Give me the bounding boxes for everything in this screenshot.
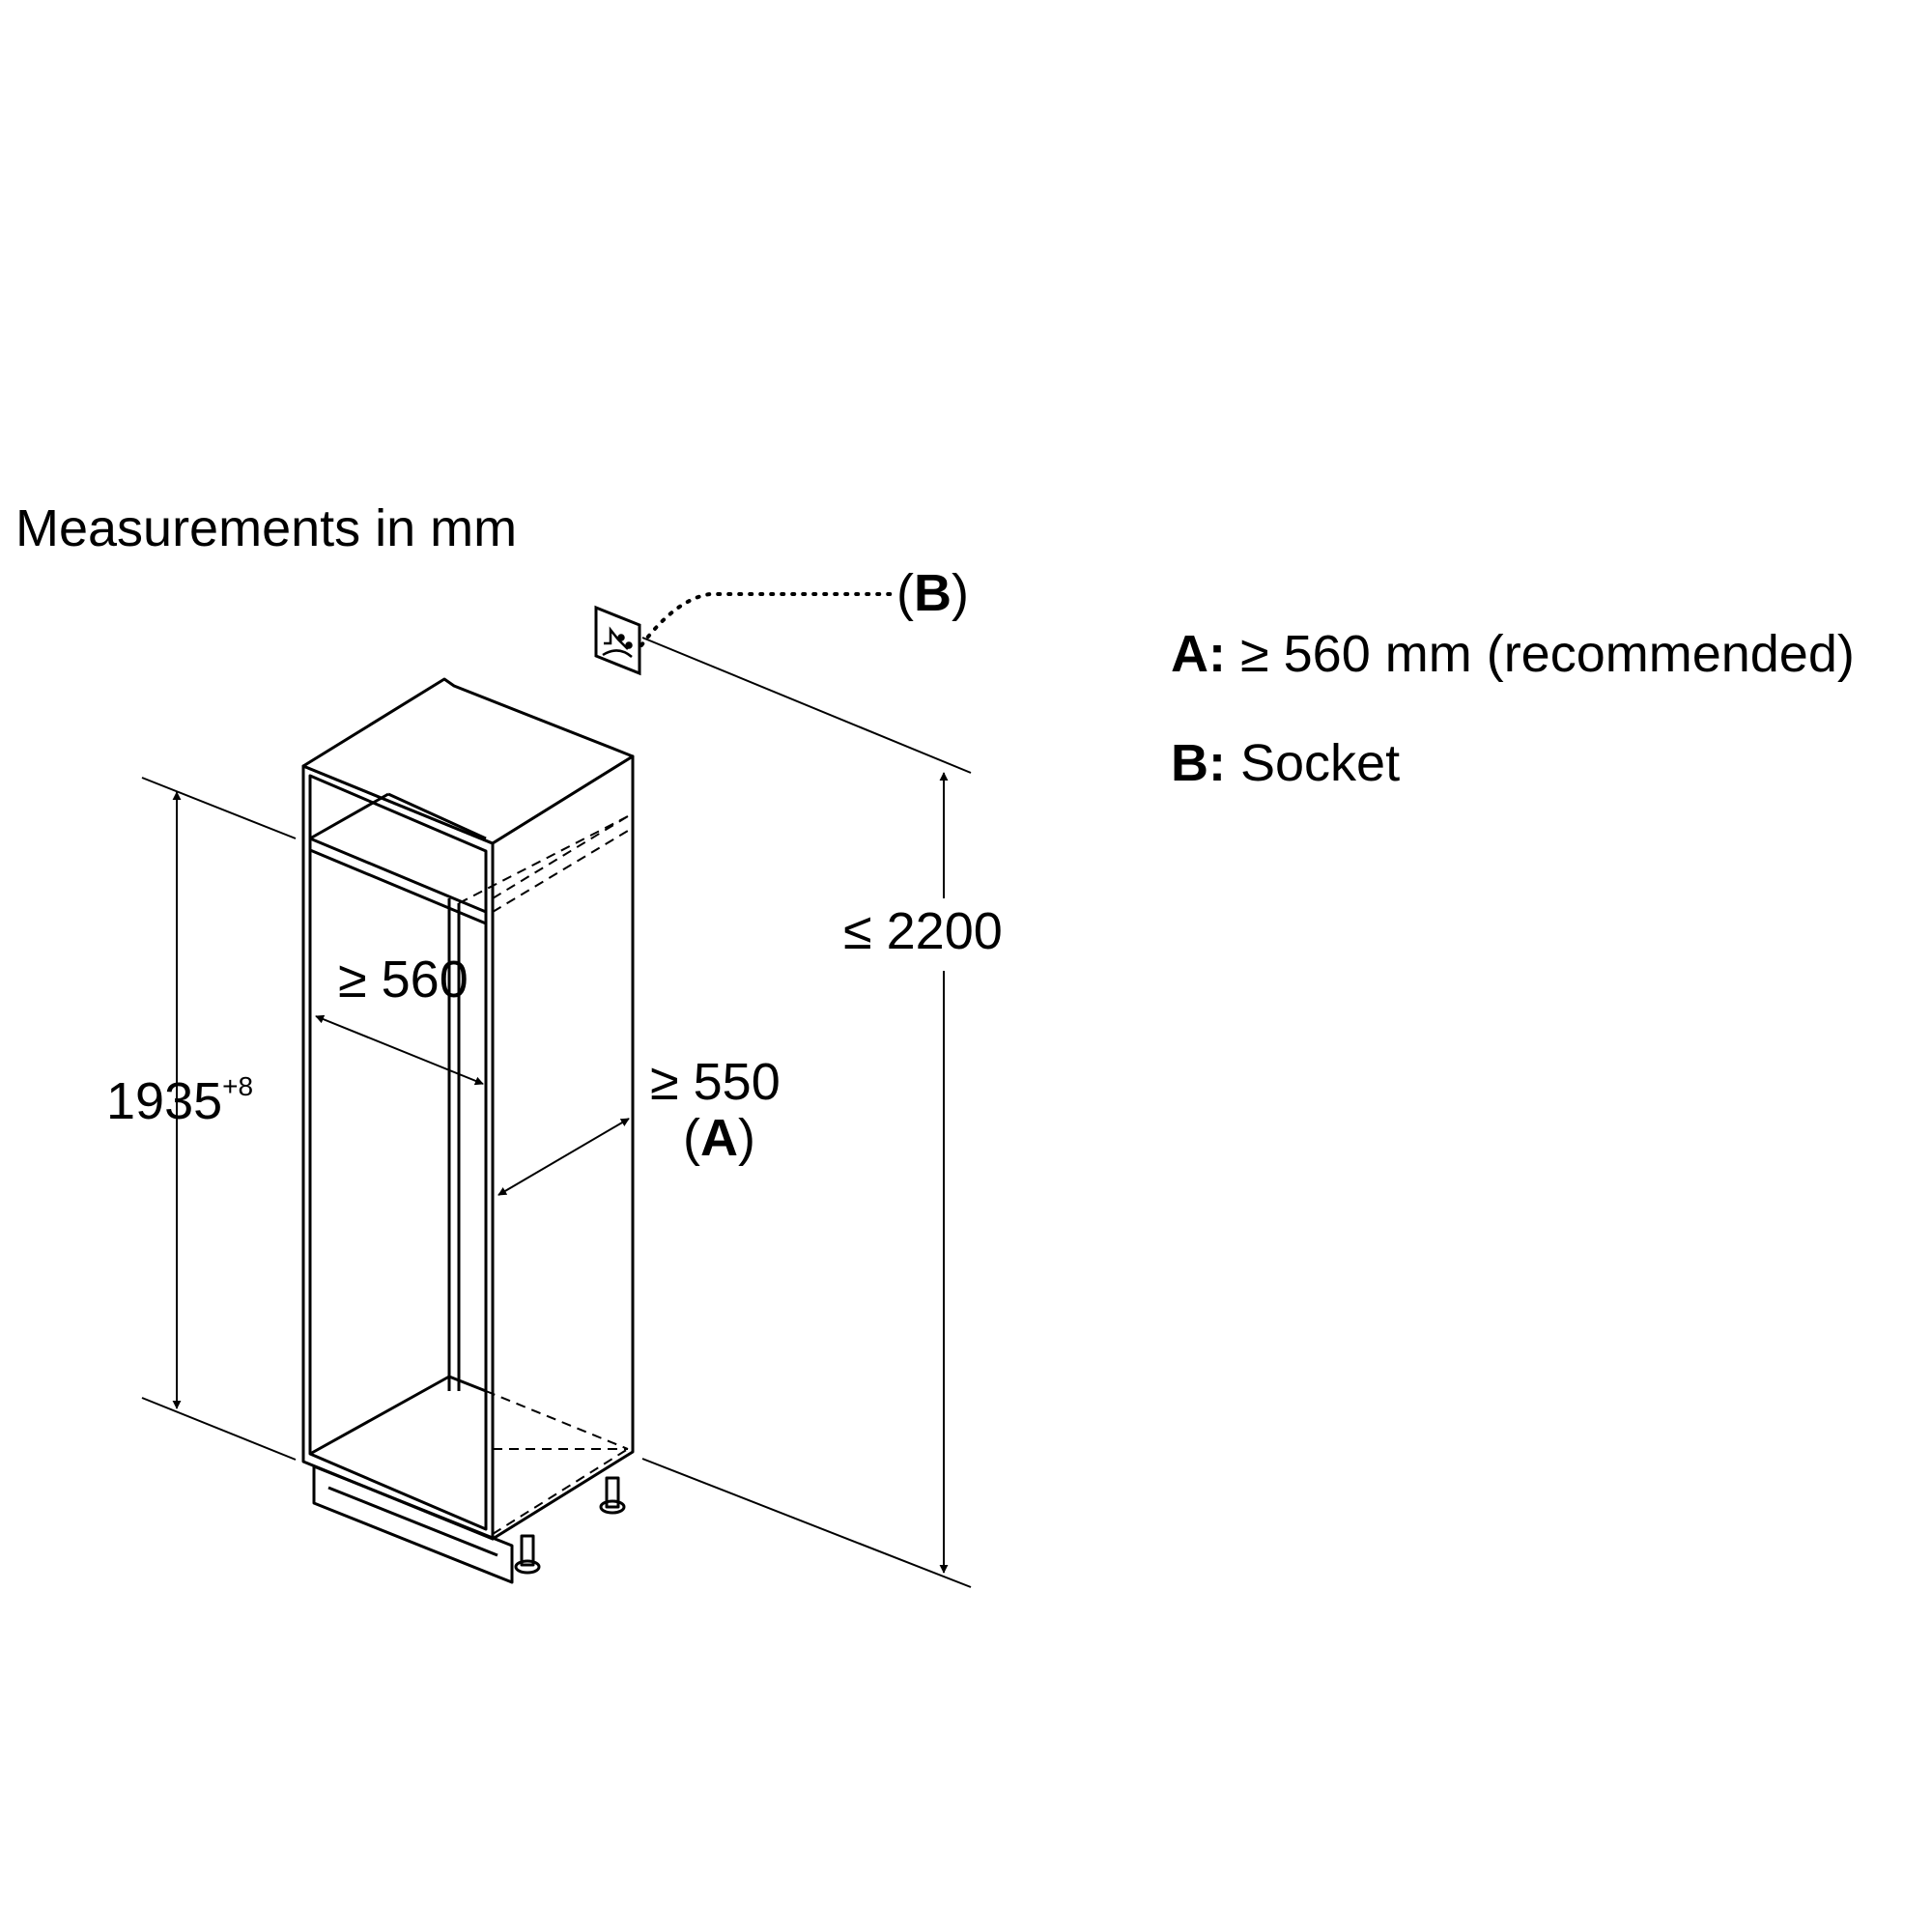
height-1935-label: 1935+8	[106, 1072, 253, 1130]
legend-key-a: A:	[1171, 625, 1226, 683]
leg-rear	[605, 1476, 620, 1509]
legend-item-b: B: Socket	[1171, 737, 1400, 789]
width-560-label: ≥ 560	[338, 951, 469, 1009]
cabinet-front-frame	[301, 764, 495, 1541]
legend-text-b: Socket	[1240, 734, 1401, 792]
legend-item-a: A: ≥ 560 mm (recommended)	[1171, 628, 1855, 680]
legend-text-a: ≥ 560 mm (recommended)	[1240, 625, 1855, 683]
height-1935-tolerance: +8	[222, 1071, 254, 1101]
dim-depth-550	[497, 1118, 630, 1196]
cabinet-front-opening	[308, 774, 488, 1531]
depth-tag-a: (A)	[683, 1109, 755, 1167]
legend-key-b: B:	[1171, 734, 1226, 792]
socket-tag-b: (B)	[896, 564, 969, 622]
cabinet-plinth	[312, 1464, 514, 1584]
dim-width-560	[315, 1014, 484, 1086]
page-title: Measurements in mm	[15, 499, 518, 557]
total-height-2200-label: ≤ 2200	[843, 902, 1003, 960]
socket-leader-line	[639, 592, 895, 647]
height-1935-value: 1935	[106, 1072, 223, 1130]
cabinet-niche	[301, 677, 635, 1584]
socket-icon	[594, 605, 641, 676]
depth-550-label: ≥ 550	[650, 1053, 781, 1111]
hidden-edges	[458, 815, 629, 1535]
dimension-lines	[141, 637, 972, 1588]
leg-front	[520, 1534, 535, 1567]
